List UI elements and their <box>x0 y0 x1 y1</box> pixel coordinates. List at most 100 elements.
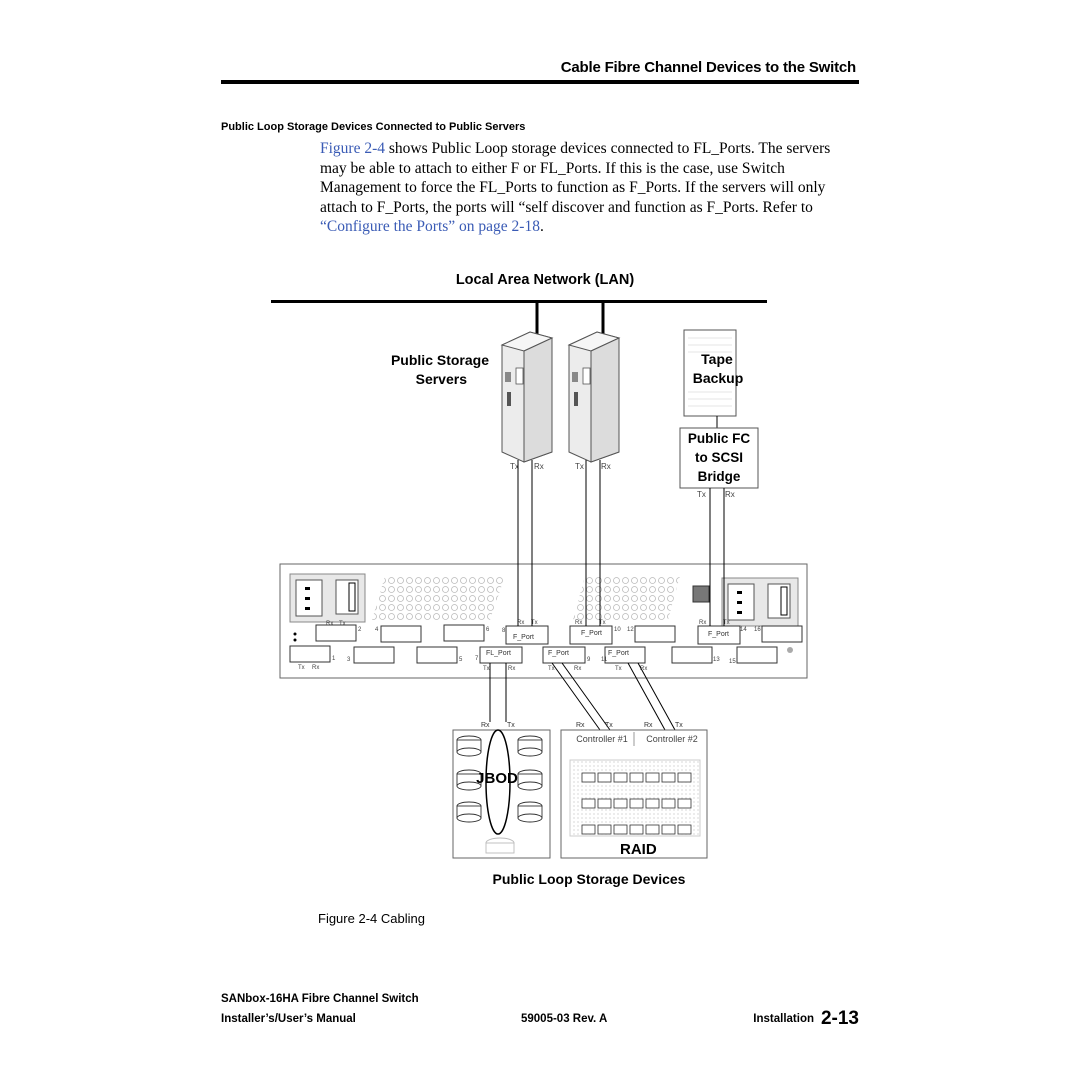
port-11-tx: Tx <box>615 666 622 672</box>
port-2[interactable] <box>315 624 357 642</box>
header-rule <box>221 80 859 84</box>
port-2-tx: Tx <box>339 621 346 627</box>
port-12[interactable] <box>634 625 676 643</box>
f-port-label-11: F_Port <box>608 650 629 657</box>
jbod-tx: Tx <box>507 722 515 729</box>
server-1-rx: Rx <box>534 462 544 471</box>
port-number-7: 7 <box>475 656 479 662</box>
port-15[interactable] <box>736 646 778 664</box>
raid-label: RAID <box>620 841 657 858</box>
port-number-15: 15 <box>729 659 736 665</box>
port-number-3: 3 <box>347 657 351 663</box>
port-14[interactable] <box>697 625 741 645</box>
raid-disks <box>581 772 692 835</box>
body-paragraph: Figure 2-4 shows Public Loop storage dev… <box>320 139 860 237</box>
server-2-tx: Tx <box>575 462 584 471</box>
body-text: shows Public Loop storage devices connec… <box>320 140 831 216</box>
port-11-rx: Rx <box>640 666 647 672</box>
f-port-label-10: F_Port <box>581 630 602 637</box>
port-number-11: 11 <box>601 657 608 663</box>
controller-2-tx: Tx <box>675 722 683 729</box>
port-9-tx: Tx <box>548 666 555 672</box>
port-number-2: 2 <box>358 627 362 633</box>
f-port-label-9: F_Port <box>548 650 569 657</box>
jbod-label: JBOD <box>476 770 518 787</box>
jbod-rx: Rx <box>481 722 490 729</box>
footer-manual: Installer’s/User’s Manual <box>221 1013 356 1025</box>
tape-backup-box <box>683 329 737 417</box>
controller-2-rx: Rx <box>644 722 653 729</box>
port-1-tx: Tx <box>298 665 305 671</box>
bridge-label-line2: to SCSI <box>695 450 743 465</box>
port-7[interactable] <box>479 646 523 664</box>
f-port-label-8: F_Port <box>513 634 534 641</box>
jbod-disks <box>456 735 543 854</box>
servers-label-line1: Public Storage <box>391 352 489 368</box>
footer-product: SANbox-16HA Fibre Channel Switch <box>221 993 419 1005</box>
port-number-13: 13 <box>713 657 720 663</box>
body-end: . <box>539 218 544 236</box>
bridge-label-line1: Public FC <box>688 431 751 446</box>
port-13[interactable] <box>671 646 713 664</box>
page-number: 2-13 <box>821 1008 859 1029</box>
fibre-cables <box>489 460 725 731</box>
port-number-1: 1 <box>332 656 336 662</box>
port-number-16: 16 <box>754 627 761 633</box>
tape-label-line1: Tape <box>701 351 733 367</box>
vent-grille-left <box>372 576 505 620</box>
port-8-tx: Tx <box>531 620 538 626</box>
figure-link[interactable]: Figure 2-4 <box>320 140 386 157</box>
footer-section: Installation <box>753 1013 814 1025</box>
port-1-rx: Rx <box>312 665 319 671</box>
port-2-rx: Rx <box>326 621 333 627</box>
port-4[interactable] <box>380 625 422 643</box>
controller-1-label: Controller #1 <box>576 734 628 744</box>
port-9-rx: Rx <box>574 666 581 672</box>
port-8[interactable] <box>505 625 549 645</box>
footer-rev: 59005-03 Rev. A <box>521 1013 607 1025</box>
port-7-tx: Tx <box>483 666 490 672</box>
figure-caption: Figure 2-4 Cabling <box>318 911 425 926</box>
running-header: Cable Fibre Channel Devices to the Switc… <box>560 59 856 76</box>
port-14-tx: Tx <box>723 620 730 626</box>
port-number-5: 5 <box>459 657 463 663</box>
fl-port-label-7: FL_Port <box>486 650 511 657</box>
port-14-rx: Rx <box>699 620 706 626</box>
bridge-label-line3: Bridge <box>698 469 741 484</box>
server-1-icon <box>500 331 554 463</box>
port-6[interactable] <box>443 624 485 642</box>
port-16[interactable] <box>761 625 803 643</box>
lan-bus <box>271 300 767 303</box>
section-heading: Public Loop Storage Devices Connected to… <box>221 121 526 133</box>
bridge-rx: Rx <box>725 490 735 499</box>
tape-label-line2: Backup <box>693 370 744 386</box>
raid-disk-array <box>569 759 701 837</box>
lan-label: Local Area Network (LAN) <box>456 272 634 288</box>
port-11[interactable] <box>604 646 646 664</box>
jbod-loop <box>485 729 511 835</box>
controller-2-label: Controller #2 <box>646 734 698 744</box>
port-10-rx: Rx <box>575 620 582 626</box>
configure-ports-link[interactable]: “Configure the Ports” on page 2-18 <box>320 218 540 236</box>
f-port-label-14: F_Port <box>708 631 729 638</box>
controller-1-tx: Tx <box>605 722 613 729</box>
bridge-box <box>679 427 759 489</box>
port-1[interactable] <box>289 645 331 663</box>
port-10[interactable] <box>569 625 613 645</box>
bridge-tx: Tx <box>697 490 706 499</box>
port-3[interactable] <box>353 646 395 664</box>
port-number-6: 6 <box>486 627 490 633</box>
port-7-rx: Rx <box>508 666 515 672</box>
server-2-rx: Rx <box>601 462 611 471</box>
port-9[interactable] <box>542 646 586 664</box>
port-5[interactable] <box>416 646 458 664</box>
port-8-rx: Rx <box>517 620 524 626</box>
port-number-14: 14 <box>740 627 747 633</box>
port-number-4: 4 <box>375 627 379 633</box>
port-10-tx: Tx <box>599 620 606 626</box>
server-2-icon <box>567 331 621 463</box>
server-1-tx: Tx <box>510 462 519 471</box>
port-number-8: 8 <box>502 628 506 634</box>
port-number-9: 9 <box>587 657 591 663</box>
